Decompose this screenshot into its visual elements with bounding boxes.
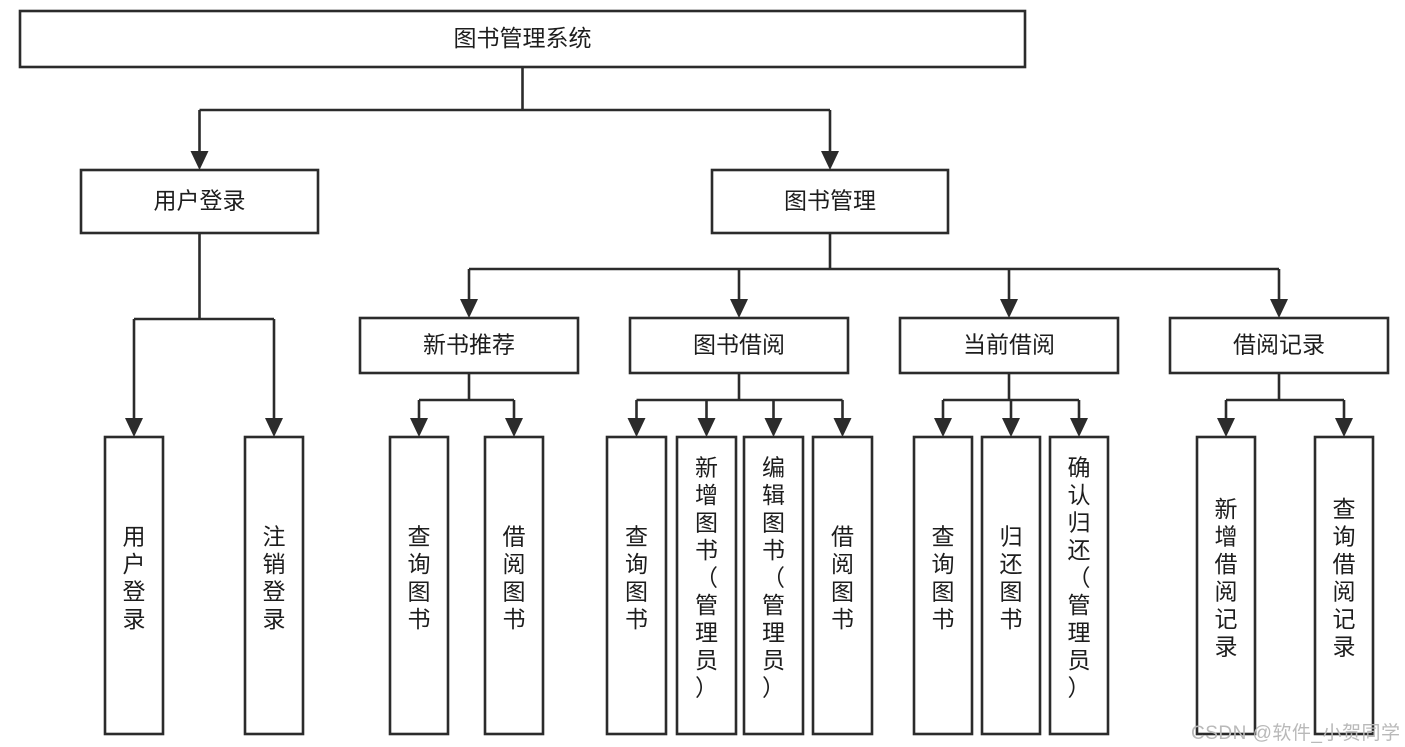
node-l-borrow-book-1[interactable]: 借阅图书 bbox=[483, 435, 545, 736]
node-label: 图书管理 bbox=[784, 188, 876, 214]
node-box bbox=[980, 435, 1042, 736]
node-l-query-book-2[interactable]: 查询图书 bbox=[605, 435, 668, 736]
edge-group-from-n-new-book-rec bbox=[410, 373, 523, 437]
node-l-query-record[interactable]: 查询借阅记录 bbox=[1313, 435, 1375, 736]
node-l-query-book-1[interactable]: 查询图书 bbox=[388, 435, 450, 736]
node-label: 确认归还（管理员） bbox=[1068, 455, 1091, 701]
node-box bbox=[1168, 316, 1390, 375]
node-label: 图书管理系统 bbox=[454, 25, 592, 51]
node-box bbox=[358, 316, 580, 375]
node-box bbox=[1313, 435, 1375, 736]
node-l-logout[interactable]: 注销登录 bbox=[243, 435, 305, 736]
node-label: 归还图书 bbox=[1000, 523, 1023, 632]
node-label: 用户登录 bbox=[123, 523, 146, 632]
node-label: 查询图书 bbox=[932, 523, 955, 632]
node-n-book-mgmt[interactable]: 图书管理 bbox=[710, 168, 950, 235]
node-label: 注销登录 bbox=[263, 523, 286, 632]
node-box bbox=[103, 435, 165, 736]
node-l-query-book-3[interactable]: 查询图书 bbox=[912, 435, 974, 736]
node-box bbox=[628, 316, 850, 375]
edge-group-from-n-current-borrow bbox=[934, 373, 1088, 437]
edge-group-from-n-borrow-record bbox=[1217, 373, 1353, 437]
node-box bbox=[912, 435, 974, 736]
node-l-borrow-book-2[interactable]: 借阅图书 bbox=[811, 435, 874, 736]
node-box bbox=[811, 435, 874, 736]
node-n-user-login[interactable]: 用户登录 bbox=[79, 168, 320, 235]
node-box bbox=[18, 9, 1027, 69]
edge-group-from-n-book-borrow bbox=[627, 373, 852, 437]
node-box bbox=[1195, 435, 1257, 736]
node-n-book-borrow[interactable]: 图书借阅 bbox=[628, 316, 850, 375]
node-label: 当前借阅 bbox=[963, 332, 1055, 358]
node-label: 新增借阅记录 bbox=[1215, 496, 1238, 660]
node-label: 图书借阅 bbox=[693, 332, 785, 358]
node-label: 编辑图书（管理员） bbox=[762, 455, 785, 701]
node-n-borrow-record[interactable]: 借阅记录 bbox=[1168, 316, 1390, 375]
node-n-new-book-rec[interactable]: 新书推荐 bbox=[358, 316, 580, 375]
edge-group-from-n-book-mgmt bbox=[460, 233, 1288, 318]
node-box bbox=[1048, 435, 1110, 736]
edges-layer bbox=[125, 67, 1353, 437]
node-l-confirm-return[interactable]: 确认归还（管理员） bbox=[1048, 435, 1110, 736]
node-box bbox=[710, 168, 950, 235]
node-n-current-borrow[interactable]: 当前借阅 bbox=[898, 316, 1120, 375]
csdn-watermark: CSDN @软件_小贺同学 bbox=[1191, 723, 1401, 744]
node-label: 借阅图书 bbox=[831, 523, 854, 632]
node-label: 借阅图书 bbox=[503, 523, 526, 632]
node-box bbox=[388, 435, 450, 736]
node-root[interactable]: 图书管理系统 bbox=[18, 9, 1027, 69]
node-l-add-record[interactable]: 新增借阅记录 bbox=[1195, 435, 1257, 736]
node-label: 用户登录 bbox=[154, 188, 246, 214]
node-label: 查询图书 bbox=[625, 523, 648, 632]
edge-group-from-n-user-login bbox=[125, 233, 283, 437]
edge-group-from-root bbox=[190, 67, 839, 170]
node-box bbox=[898, 316, 1120, 375]
node-box bbox=[243, 435, 305, 736]
node-box bbox=[483, 435, 545, 736]
node-l-return-book[interactable]: 归还图书 bbox=[980, 435, 1042, 736]
node-l-user-login[interactable]: 用户登录 bbox=[103, 435, 165, 736]
nodes-layer: 图书管理系统用户登录图书管理新书推荐图书借阅当前借阅借阅记录用户登录注销登录查询… bbox=[18, 9, 1390, 736]
node-box bbox=[742, 435, 805, 736]
node-label: 查询图书 bbox=[408, 523, 431, 632]
node-box bbox=[79, 168, 320, 235]
node-label: 借阅记录 bbox=[1233, 332, 1325, 358]
node-label: 新增图书（管理员） bbox=[695, 455, 718, 701]
node-label: 新书推荐 bbox=[423, 332, 515, 358]
node-label: 查询借阅记录 bbox=[1333, 496, 1356, 660]
node-box bbox=[605, 435, 668, 736]
node-l-add-book[interactable]: 新增图书（管理员） bbox=[675, 435, 738, 736]
node-l-edit-book[interactable]: 编辑图书（管理员） bbox=[742, 435, 805, 736]
node-box bbox=[675, 435, 738, 736]
